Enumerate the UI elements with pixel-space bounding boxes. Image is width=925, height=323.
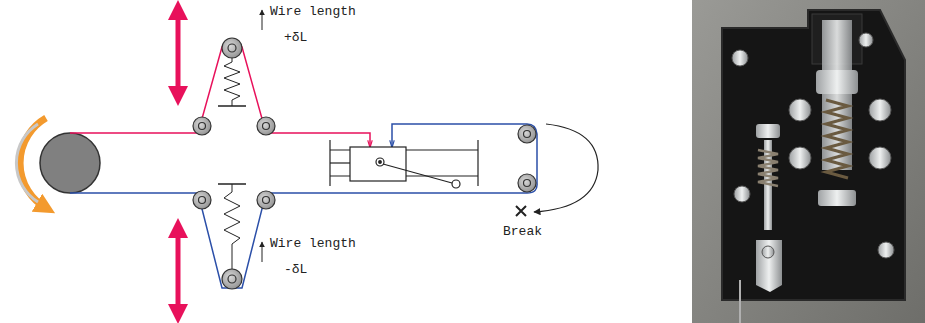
annotation-label: +δL: [284, 30, 307, 46]
annotation-label: Break: [503, 224, 542, 240]
annotation-label: -δL: [284, 262, 307, 278]
annotation-label: Wire length: [270, 236, 356, 252]
annotation-label: Wire length: [270, 4, 356, 20]
